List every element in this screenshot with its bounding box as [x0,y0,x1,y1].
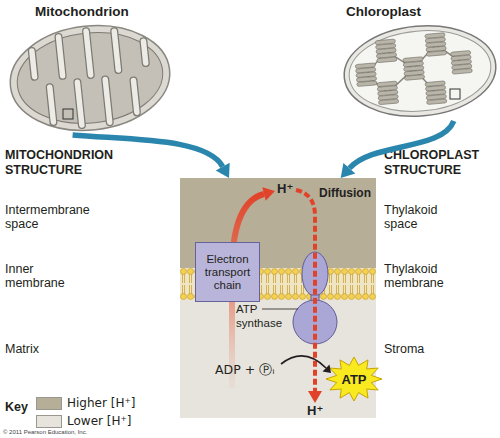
part-label: CHLOROPLAST STRUCTURE [384,148,496,178]
protein-complex-box: Electron transport chain [195,242,260,302]
zoom-arrow-line [73,135,223,167]
product-label: ATP [341,372,366,387]
process-label: Diffusion [319,186,371,200]
part-label: Stroma [384,342,424,356]
part-label: Thylakoid membrane [384,262,464,290]
proton-flow-arrows [180,178,376,418]
legend-text: Higher [H⁺] [67,396,135,410]
legend-swatch [36,415,62,428]
part-label: © 2011 Pearson Education, Inc. [3,429,87,436]
starburst-outline [326,357,382,401]
ion-label: H⁺ [277,182,293,196]
part-label: Inner membrane [5,262,75,290]
zoom-arrow [73,135,230,178]
zoom-arrow [341,121,454,178]
part-label: Matrix [5,342,39,356]
part-label: Key [5,400,28,414]
ion-label: H⁺ [307,404,323,418]
part-label: MITOCHONDRION STRUCTURE [5,148,123,178]
membrane-panel: H⁺ DiffusionADP + Ⓟᵢ H⁺ Electron transport … [180,178,376,418]
chloroplast-illustration [340,3,498,121]
organelle-title: Chloroplast [346,4,421,20]
reactant-label: ADP + Ⓟᵢ [215,363,274,377]
complex-label: Electron transport chain [196,253,259,292]
organelle-title: Mitochondrion [35,4,129,20]
arrow-head [216,163,230,178]
legend-swatch [36,397,62,410]
zoom-arrow-line [349,121,453,168]
enzyme-label: ATP synthase [236,302,284,330]
legend-text: Lower [H⁺] [67,414,131,428]
arrow-head [341,163,356,178]
organelle-node: Chloroplast [340,3,498,121]
part-label: Thylakoid space [384,203,450,231]
organelle-node: Mitochondrion [8,3,178,135]
part-label: Intermembrane space [5,203,105,231]
atp-burst: ATP [325,356,383,402]
mitochondrion-illustration [8,3,178,135]
